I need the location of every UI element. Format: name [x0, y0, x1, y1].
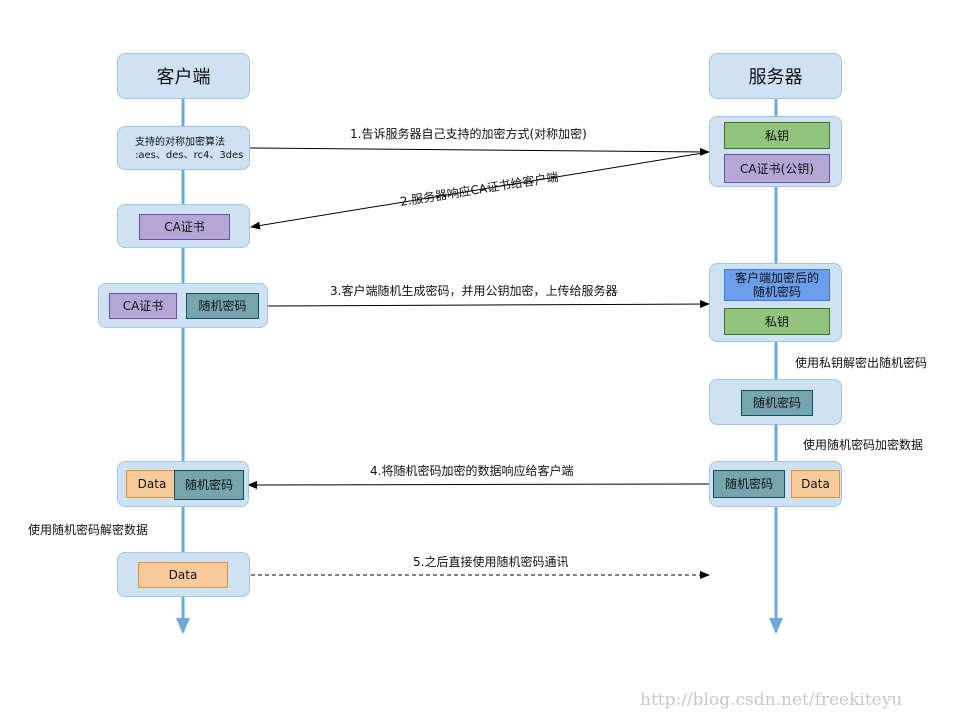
server-encrypted-pw-line2: 随机密码 — [752, 285, 801, 299]
server-private-key: 私钥 — [724, 122, 830, 149]
server-header-label: 服务器 — [748, 67, 803, 88]
server-decrypt-note: 使用私钥解密出随机密码 — [795, 356, 928, 370]
server-step4-random-pw: 随机密码 — [713, 470, 785, 498]
client-step3-ca-cert: CA证书 — [109, 293, 177, 319]
msg3-label: 3.客户端随机生成密码，并用公钥加密，上传给服务器 — [330, 284, 618, 298]
server-step4-box: 随机密码 Data — [709, 461, 842, 507]
server-keys-box: 私钥 CA证书(公钥) — [709, 116, 842, 187]
client-algo-box: 支持的对称加密算法 :aes、des、rc4、3des — [117, 126, 250, 170]
msg4-arrow — [247, 480, 710, 489]
server-step4-data: Data — [791, 470, 840, 498]
client-step4-box: Data 随机密码 — [117, 461, 249, 507]
msg2-arrow — [250, 151, 710, 230]
client-algo-line2: :aes、des、rc4、3des — [135, 150, 244, 161]
watermark: http://blog.csdn.net/freekiteyu — [640, 690, 903, 710]
server-ca-cert-public: CA证书(公钥) — [724, 154, 830, 183]
client-header-label: 客户端 — [156, 67, 211, 88]
server-private-key-2: 私钥 — [724, 308, 830, 335]
client-ca-box: CA证书 — [117, 204, 250, 248]
client-step4-data: Data — [126, 470, 178, 498]
client-decrypt-note: 使用随机密码解密数据 — [28, 523, 149, 537]
client-step5-box: Data — [117, 552, 250, 597]
server-random-pw-box: 随机密码 — [709, 379, 842, 425]
client-step5-data: Data — [138, 562, 228, 588]
client-header: 客户端 — [117, 53, 250, 99]
server-header: 服务器 — [709, 53, 842, 99]
client-algo-text: 支持的对称加密算法 :aes、des、rc4、3des — [135, 136, 243, 162]
client-algo-line1: 支持的对称加密算法 — [135, 137, 225, 148]
server-encrypted-pw-line1: 客户端加密后的 — [734, 271, 819, 285]
msg1-label: 1.告诉服务器自己支持的加密方式(对称加密) — [350, 127, 587, 141]
client-ca-cert: CA证书 — [139, 214, 230, 240]
server-random-pw: 随机密码 — [741, 390, 813, 416]
client-step3-box: CA证书 随机密码 — [98, 283, 268, 328]
server-step3-box: 客户端加密后的 随机密码 私钥 — [709, 263, 842, 342]
client-step4-random-pw: 随机密码 — [174, 470, 244, 500]
server-encrypt-note: 使用随机密码加密数据 — [803, 438, 924, 452]
msg4-label: 4.将随机密码加密的数据响应给客户端 — [370, 464, 574, 478]
client-step3-random-pw: 随机密码 — [186, 293, 259, 319]
msg3-arrow — [267, 300, 710, 309]
server-encrypted-pw: 客户端加密后的 随机密码 — [724, 269, 830, 301]
msg5-label: 5.之后直接使用随机密码通讯 — [413, 555, 569, 569]
msg1-arrow — [249, 147, 710, 156]
